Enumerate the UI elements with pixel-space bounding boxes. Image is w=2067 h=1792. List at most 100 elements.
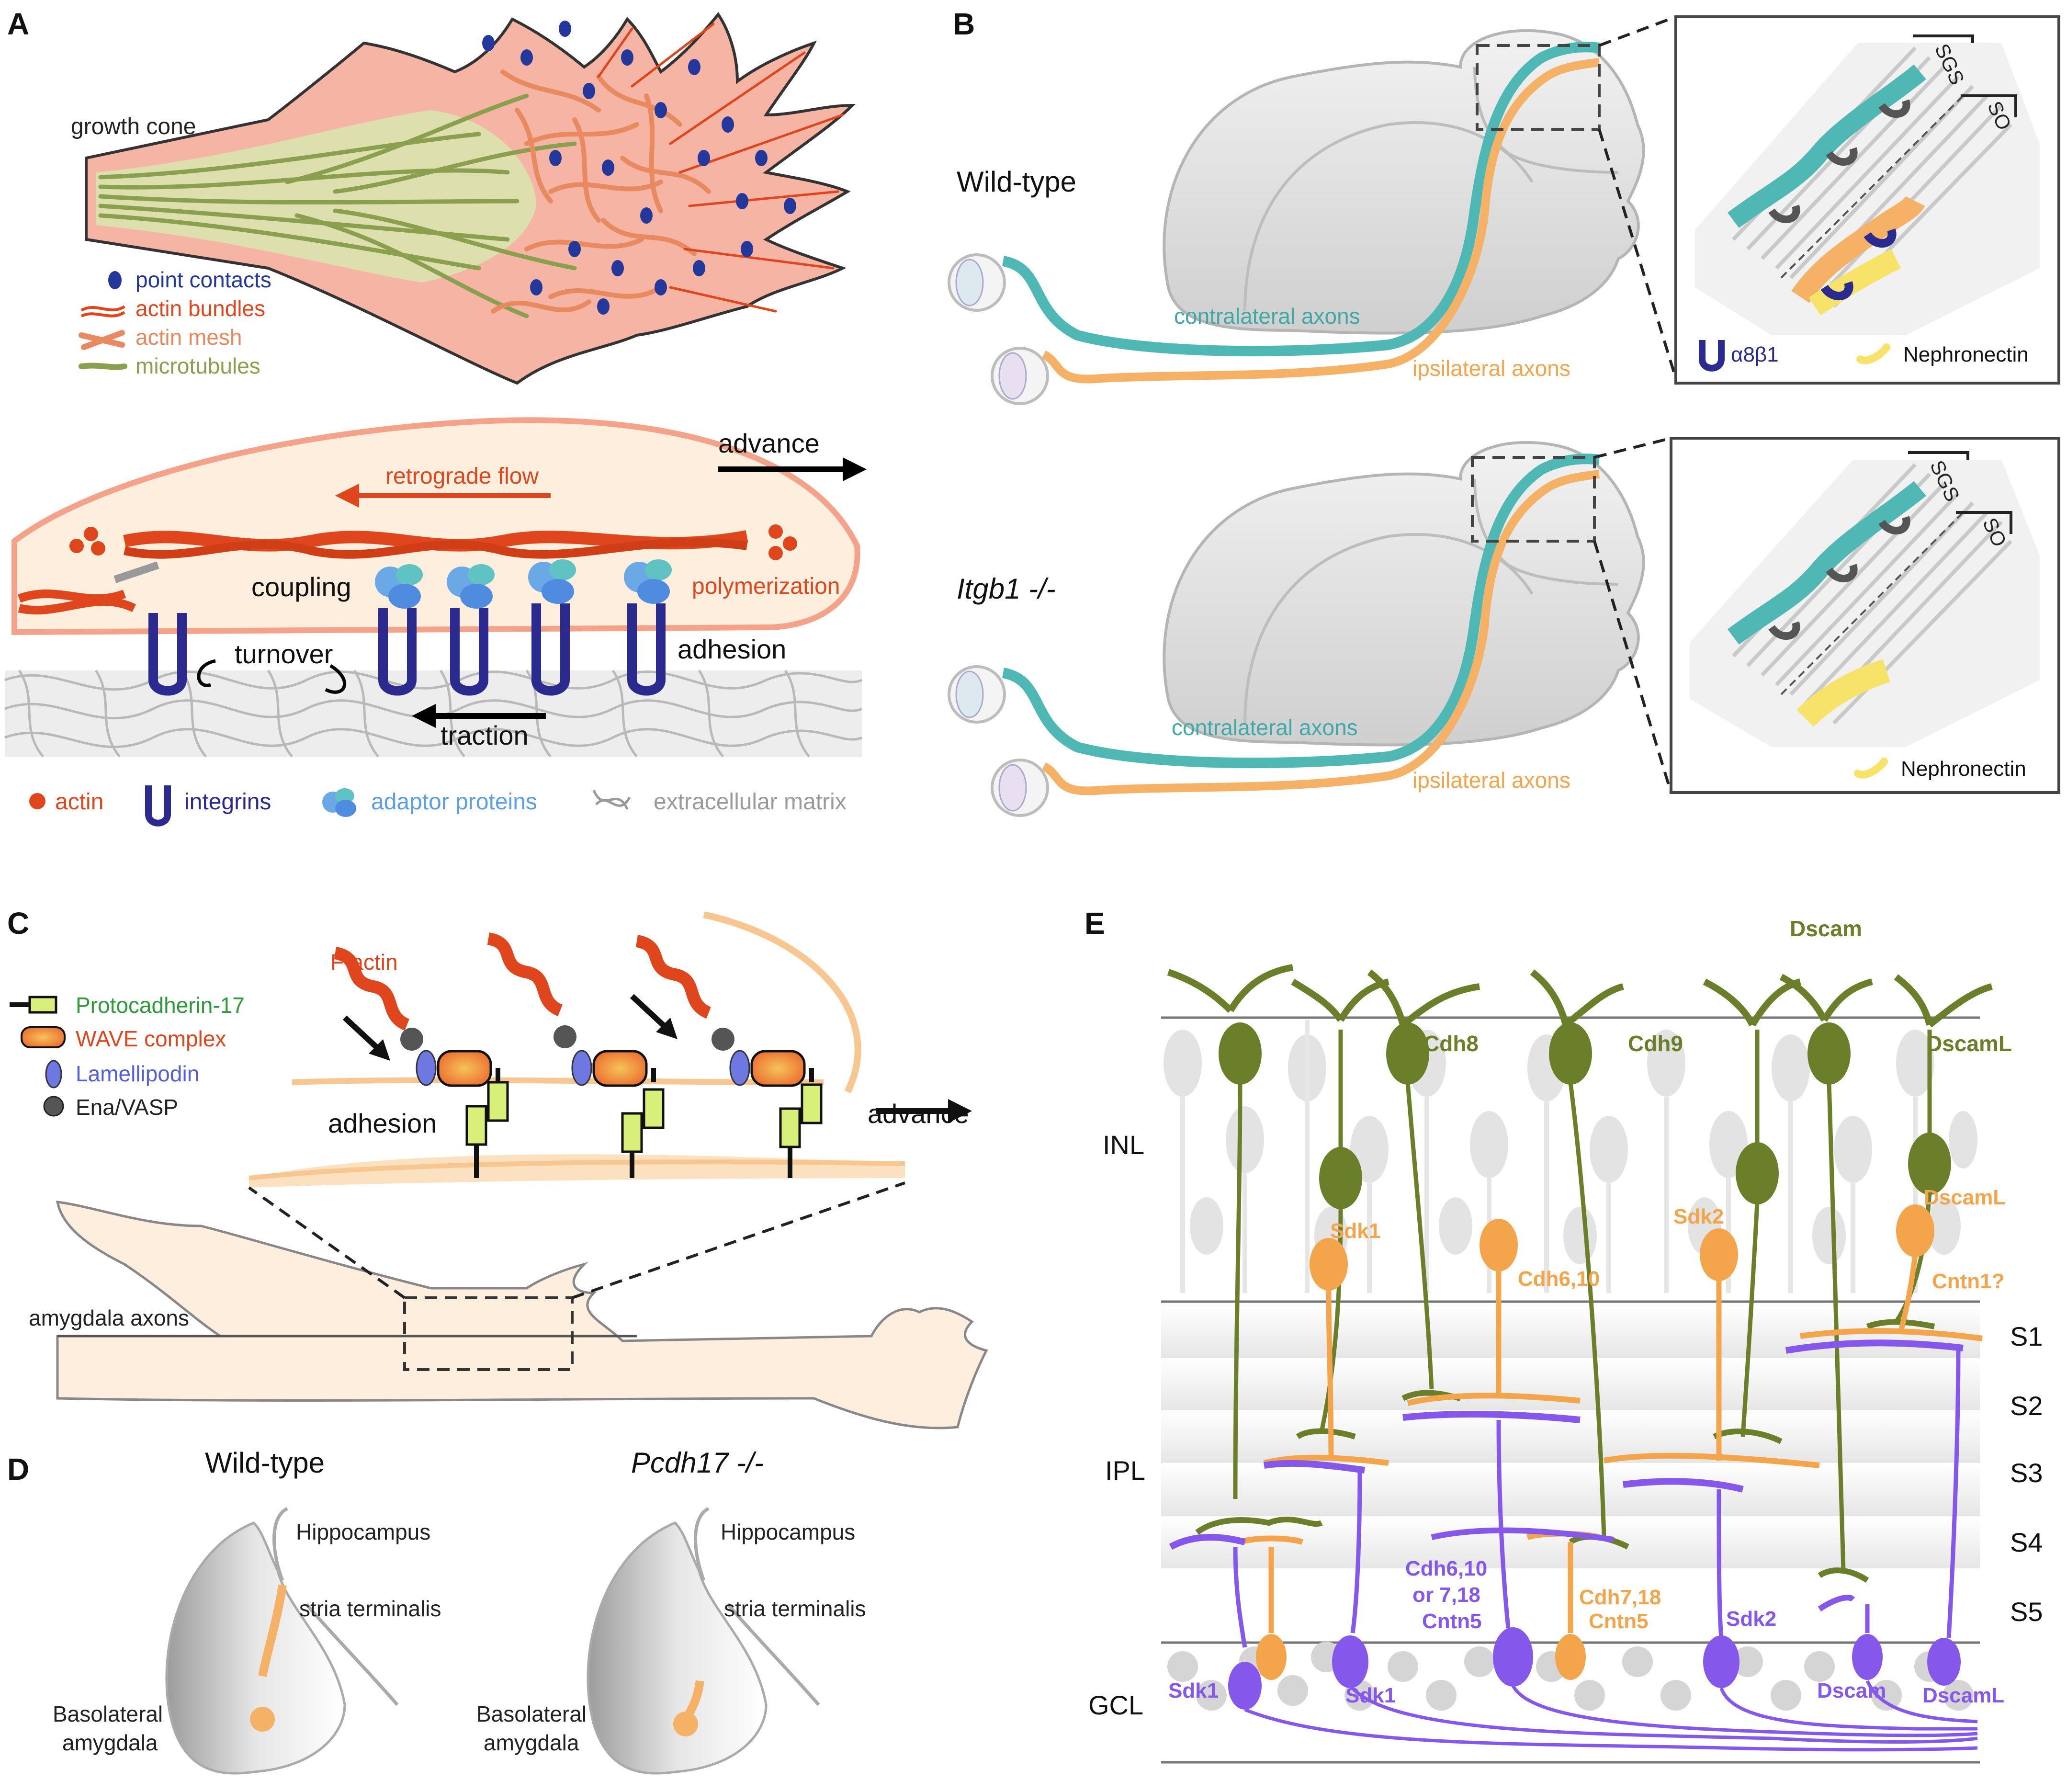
actin-mesh-strands: [491, 69, 711, 314]
wild-type-label-b: Wild-type: [957, 166, 1076, 198]
ipsilateral-axon-mut: [1041, 470, 1600, 795]
olive-cell-dscam: [1779, 974, 1873, 1583]
legend-extracellular-matrix: extracellular matrix: [654, 789, 847, 815]
actin-icon: [29, 793, 45, 809]
basolateral-label-mut: Basolateral: [476, 1701, 587, 1726]
label-sdk1-purple-b: Sdk1: [1345, 1684, 1396, 1707]
stria-label-mut: stria terminalis: [724, 1596, 866, 1621]
label-cdh7-18: Cdh7,18: [1579, 1586, 1661, 1609]
contralateral-axon-wt: [1002, 42, 1600, 357]
coupling-label: coupling: [251, 572, 351, 602]
microtubule-bundle: [98, 93, 577, 318]
panel-c: C Protocadherin-17 WAVE complex Lamellip…: [7, 906, 988, 1429]
layer-s1: S1: [2010, 1321, 2043, 1351]
nephronectin-icon-mut: [1854, 758, 1888, 779]
amygdala-label-mut: amygdala: [484, 1730, 579, 1755]
zoom-box-wt: [1476, 44, 1601, 131]
panel-b-letter: B: [953, 7, 975, 41]
point-contact-icon: [108, 271, 122, 289]
actin-monomers: [69, 524, 797, 560]
layer-gcl: GCL: [1088, 1690, 1143, 1720]
label-cdh6-10-purple: Cdh6,10: [1405, 1557, 1487, 1580]
label-dscam-green: Dscam: [1790, 916, 1862, 941]
advance-label-c: advance: [868, 1099, 969, 1129]
layer-ipl: IPL: [1105, 1455, 1145, 1486]
label-sdk1-purple-a: Sdk1: [1168, 1679, 1219, 1702]
olive-cell-2: [1291, 978, 1389, 1440]
contralateral-axon-mut: [1002, 454, 1600, 769]
zoom-box-c: [403, 1296, 574, 1371]
brain-wild-type: Wild-type contralateral axons ipsilatera…: [948, 15, 1677, 405]
panel-a: A: [4, 7, 867, 827]
amygdala-wild-type: Wild-type Hippocampus stria terminalis B…: [53, 1447, 441, 1775]
ipsilateral-label-mut: ipsilateral axons: [1412, 768, 1570, 793]
orange-cell-cdh6-10: [1407, 1219, 1581, 1406]
purple-cell-sdk1-b: [1263, 1460, 1368, 1688]
label-cntn5-orange: Cntn5: [1589, 1610, 1649, 1633]
adhesion-legend: actin integrins adaptor proteins extrace…: [29, 785, 847, 827]
advance-label: advance: [718, 428, 820, 458]
adhesion-label-c: adhesion: [328, 1108, 437, 1138]
legend-protocadherin: Protocadherin-17: [76, 993, 245, 1018]
complex-2: [487, 932, 665, 1178]
zoom-box-mut: [1471, 456, 1596, 543]
purple-cell-cdh: [1402, 1411, 1614, 1687]
ecm-icon: [592, 790, 631, 810]
label-sdk2-orange: Sdk2: [1673, 1205, 1724, 1228]
actin-bundle-icon: [80, 305, 125, 318]
retrograde-flow-label: retrograde flow: [385, 464, 539, 489]
microtubule-icon: [79, 363, 127, 370]
pcdh17-adhesion-zoom: F-actin adhesion advance: [248, 911, 972, 1188]
amygdala-axon: amygdala axons: [29, 1181, 988, 1429]
olive-cell-1: [1167, 964, 1323, 1535]
label-cdh9: Cdh9: [1628, 1031, 1683, 1056]
turnover-arrow-right: [325, 664, 346, 694]
traction-label: traction: [441, 720, 529, 750]
legend-microtubules: microtubules: [136, 353, 260, 378]
nephronectin-icon-wt: [1856, 343, 1890, 364]
growth-cone-legend: point contacts actin bundles actin mesh …: [79, 267, 271, 378]
nephronectin-label-mut: Nephronectin: [1901, 757, 2026, 781]
label-cdh8: Cdh8: [1423, 1031, 1479, 1056]
panel-c-legend: Protocadherin-17 WAVE complex Lamellipod…: [10, 993, 245, 1120]
growth-cone-cross-section: advance retrograde flow coupling polymer…: [4, 417, 867, 758]
olive-cell-cdh9: [1530, 969, 1629, 1550]
wave-complex-icon: [21, 1026, 66, 1048]
panel-c-letter: C: [7, 906, 29, 941]
purple-cell-dscaml: [1785, 1339, 1964, 1686]
orange-gcl-cell-1: [1239, 1535, 1303, 1680]
brain-mutant: Itgb1 -/- contralateral axons ipsilatera…: [948, 437, 1672, 817]
legend-actin: actin: [55, 789, 103, 815]
legend-actin-mesh: actin mesh: [136, 325, 242, 350]
orange-cell-sdk2: [1603, 1228, 1820, 1468]
ena-vasp-icon: [43, 1096, 64, 1117]
label-cntn1: Cntn1?: [1932, 1270, 2005, 1293]
ipsilateral-label-wt: ipsilateral axons: [1412, 356, 1570, 381]
purple-cell-dscam: [1818, 1595, 1883, 1680]
legend-wave: WAVE complex: [76, 1026, 226, 1051]
layer-s4: S4: [2010, 1527, 2043, 1557]
complex-1: [334, 947, 509, 1178]
adaptor-icon: [322, 788, 356, 817]
purple-cells: [1169, 1339, 1978, 1752]
label-cdh6-10-orange: Cdh6,10: [1518, 1267, 1600, 1291]
label-cntn5-purple: Cntn5: [1422, 1610, 1482, 1633]
severing-protein: [113, 561, 159, 583]
adhesion-label: adhesion: [678, 634, 786, 664]
panel-d-letter: D: [7, 1452, 29, 1486]
complex-3: [635, 935, 823, 1178]
orange-cells: [1239, 1204, 1983, 1680]
stria-label-wt: stria terminalis: [299, 1596, 441, 1621]
olive-cells: [1167, 964, 1993, 1583]
hippocampus-label-wt: Hippocampus: [296, 1520, 430, 1544]
label-dscam-purple: Dscam: [1817, 1679, 1886, 1702]
layer-s5: S5: [2010, 1597, 2043, 1627]
bla-soma-wt: [250, 1707, 275, 1732]
label-sdk2-purple: Sdk2: [1726, 1607, 1776, 1631]
push-arrow-1: [342, 1015, 381, 1051]
layer-s3: S3: [2010, 1458, 2043, 1488]
nephronectin-wt: [1808, 249, 1901, 316]
integrin-icon: [145, 785, 171, 827]
layer-inl: INL: [1103, 1130, 1144, 1160]
